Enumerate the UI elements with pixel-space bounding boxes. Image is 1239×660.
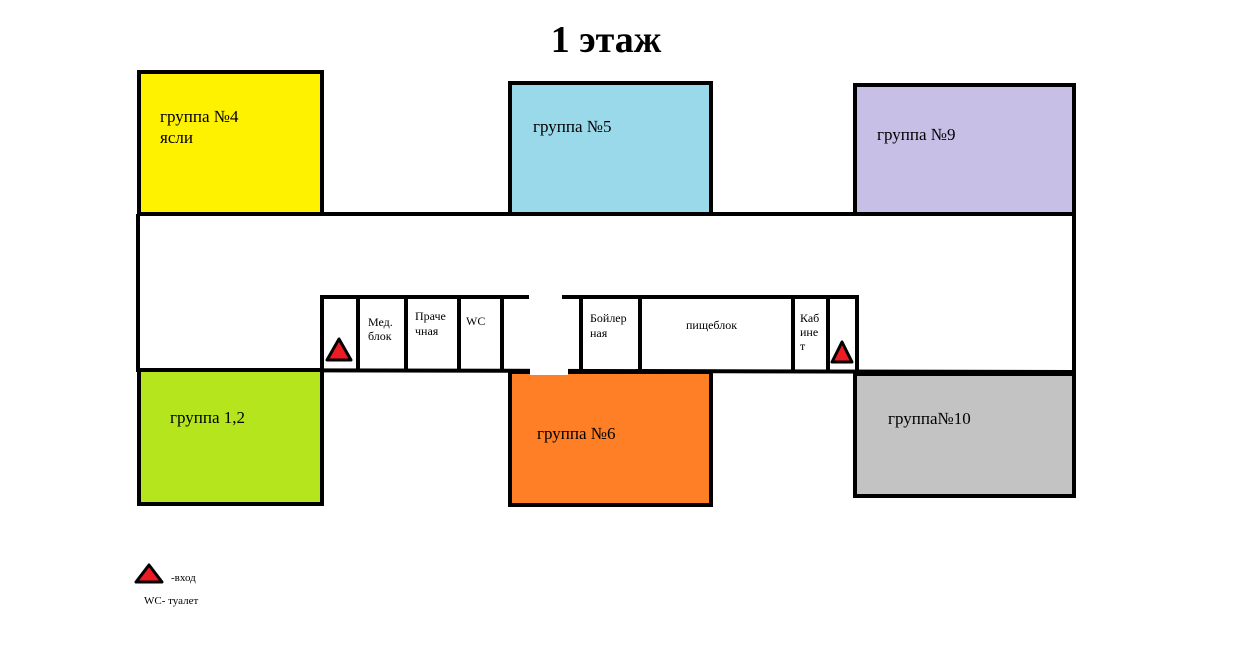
entrance-triangle-icon	[325, 337, 353, 362]
room-group-6-label: группа №6	[537, 424, 615, 443]
room-group-4-label-line1: группа №4	[160, 107, 239, 126]
room-group-4-label-line2: ясли	[160, 128, 193, 147]
room-group-10-label: группа№10	[888, 409, 971, 428]
entrance-triangle-icon	[830, 340, 854, 364]
office-label: Каб ине т	[800, 311, 822, 353]
room-group-6	[508, 370, 713, 507]
boiler-label: Бойлер ная	[590, 311, 630, 340]
room-group-9	[853, 83, 1076, 216]
room-group-5-label: группа №5	[533, 117, 611, 136]
room-group-5	[508, 81, 713, 216]
laundry-label-line1: Праче	[415, 309, 446, 323]
wc-label: WC	[466, 314, 485, 328]
passage-gap	[530, 366, 568, 375]
room-group-9-label: группа №9	[877, 125, 955, 144]
room-group-1-2	[137, 368, 324, 506]
service-block-top-wall-right	[562, 295, 859, 372]
boiler-label-line2: ная	[590, 326, 608, 340]
laundry-label: Праче чная	[415, 309, 449, 338]
laundry-label-line2: чная	[415, 324, 439, 338]
room-group-1-2-label: группа 1,2	[170, 408, 245, 427]
kitchen-label: пищеблок	[686, 318, 737, 332]
med-block-label-line2: блок	[368, 329, 392, 343]
boiler-label-line1: Бойлер	[590, 311, 627, 325]
floor-title: 1 этаж	[551, 19, 662, 61]
room-group-4-label: группа №4 ясли	[160, 107, 243, 147]
legend-entrance-triangle-icon	[134, 563, 164, 584]
room-group-4	[137, 70, 324, 216]
office-label-line3: т	[800, 339, 806, 353]
med-block-label: Мед. блок	[368, 315, 396, 343]
legend-wc-text: WC- туалет	[144, 595, 199, 607]
legend-entrance-text: -вход	[171, 572, 196, 584]
med-block-label-line1: Мед.	[368, 315, 393, 329]
office-label-line1: Каб	[800, 311, 819, 325]
room-group-10	[853, 372, 1076, 498]
office-label-line2: ине	[800, 325, 818, 339]
